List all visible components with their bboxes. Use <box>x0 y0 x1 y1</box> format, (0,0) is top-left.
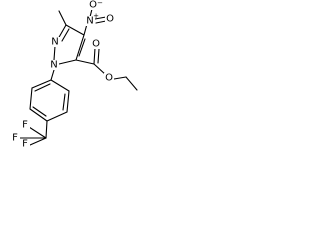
bond-c3-c4 <box>65 24 85 36</box>
bond-o-ch2 <box>113 76 127 80</box>
atom-o-nitro-top: O <box>89 0 97 11</box>
atom-o-nitro-top-charge: − <box>97 0 103 7</box>
atom-n2-ring: N <box>51 37 58 48</box>
bond-c5-c-carbonyl <box>75 59 95 65</box>
bond-c5-c4 <box>75 34 85 61</box>
bond-methyl <box>58 10 67 26</box>
bond-c5-c4-double <box>78 38 86 57</box>
bond-ph-4-5 <box>29 108 48 122</box>
bond-c-o-carbonyl <box>93 47 96 65</box>
atom-n1-ring: N <box>50 60 57 71</box>
bond-ph-4-5-double <box>32 106 47 117</box>
bond-ph-cf3 <box>45 120 48 139</box>
bond-ph-1-2 <box>50 79 70 92</box>
atom-n-nitro-charge: + <box>93 12 99 20</box>
bond-ph-2-3 <box>66 90 70 113</box>
atom-label-layer: N + O − O N N O O F F F <box>10 0 115 150</box>
bond-n1-c5 <box>58 59 77 65</box>
atom-o-nitro-right: O <box>106 14 114 25</box>
atom-o-carbonyl: O <box>92 39 100 50</box>
atom-f-top: F <box>22 120 28 131</box>
chemical-structure: N + O − O N N O O F F F <box>10 0 138 150</box>
bond-n1-phenyl <box>50 69 55 81</box>
bond-n-o-right <box>94 16 107 20</box>
bond-c3-n2-double <box>61 28 70 42</box>
bond-ch2-ch3 <box>125 76 138 91</box>
bond-c3-n2 <box>57 24 67 40</box>
atom-n-nitro: N <box>86 16 93 27</box>
bond-ph-5-6 <box>29 87 33 110</box>
bond-c-f-bottom <box>29 137 47 146</box>
bond-ph-6-1 <box>31 79 52 89</box>
atom-f-left: F <box>12 133 18 144</box>
bond-c-o-carbonyl-double <box>97 48 100 64</box>
atom-f-bottom: F <box>22 139 28 150</box>
bond-ph-6-1-double <box>34 83 51 92</box>
bond-n-o-top <box>89 8 93 18</box>
bond-n-o-right-double <box>95 20 107 24</box>
bond-n2-n1 <box>53 45 56 61</box>
bond-ph-3-4 <box>46 111 68 122</box>
bond-c-f-top <box>28 126 47 139</box>
bond-ph-2-3-double <box>62 93 66 111</box>
atom-o-ester: O <box>105 73 113 84</box>
bond-layer <box>18 8 138 146</box>
